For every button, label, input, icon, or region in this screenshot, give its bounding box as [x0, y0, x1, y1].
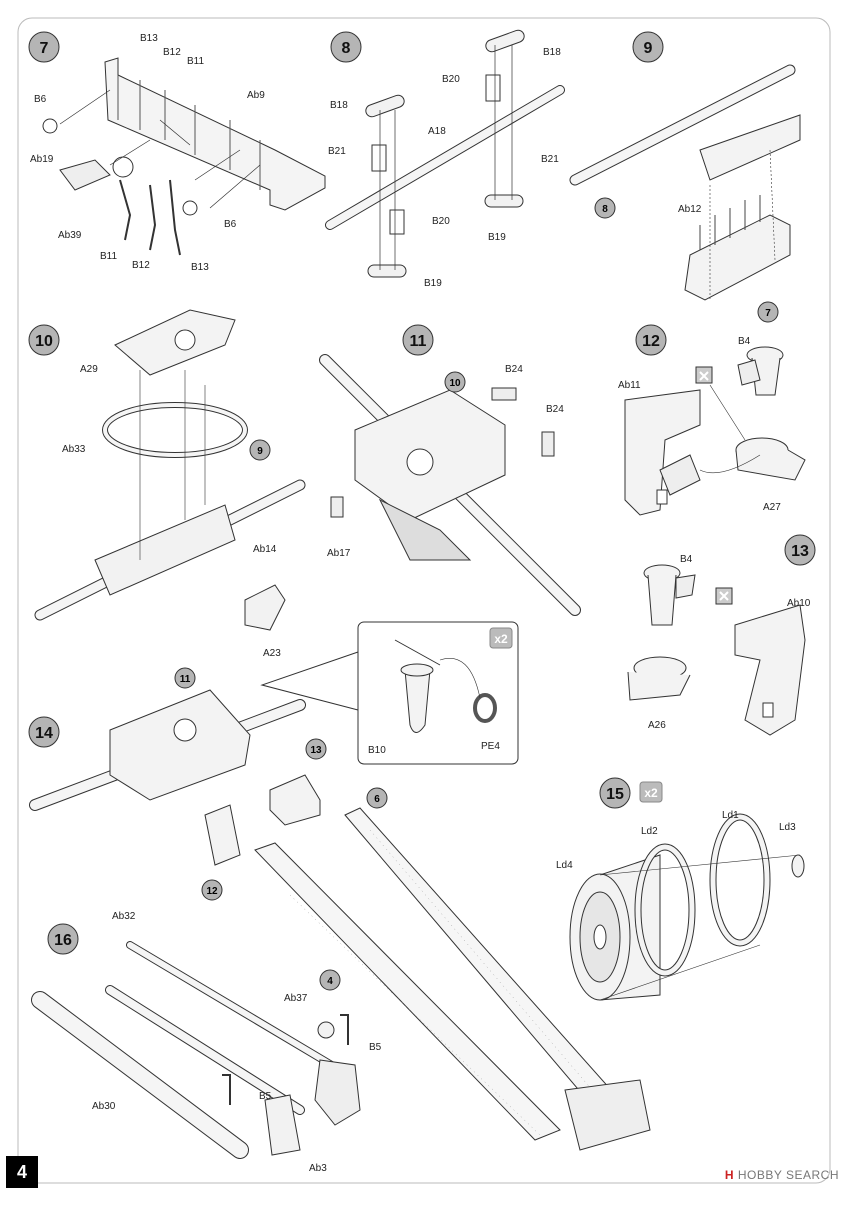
step-badge-11 — [402, 324, 434, 356]
multiplier: x2 — [644, 786, 658, 800]
part-label: B4 — [680, 554, 693, 565]
step-10: 10 9 A29 Ab33 Ab14 A23 — [28, 309, 306, 659]
ref-step: 12 — [206, 886, 218, 897]
step-number-11: 11 — [410, 333, 427, 350]
ref-step: 9 — [257, 446, 263, 457]
ref-step: 6 — [374, 794, 380, 805]
step-badge-8 — [330, 31, 362, 63]
ref-step: 10 — [449, 378, 461, 389]
part-label: Ab3 — [309, 1163, 327, 1174]
step-number-7: 7 — [40, 40, 49, 57]
step-number-12: 12 — [642, 333, 660, 350]
step-number-15: 15 — [606, 786, 624, 803]
step-12: 12 B4 Ab11 A27 — [618, 324, 806, 516]
step-8: 8 B18 B20 B18 A18 B21 B21 B20 B19 B19 — [325, 29, 565, 289]
step-number-8: 8 — [342, 40, 351, 57]
part-label: B19 — [424, 278, 442, 289]
part-label: A23 — [263, 648, 281, 659]
part-label: B5 — [259, 1091, 272, 1102]
part-label: B12 — [132, 260, 150, 271]
step-14: 14 x2 B10 PE4 11 13 12 6 4 — [28, 621, 651, 1151]
part-label: B21 — [541, 154, 559, 165]
step-badge-7 — [28, 31, 60, 63]
step-7: 7 B13 B12 B11 B6 Ab9 Ab19 Ab39 B11 B12 B… — [28, 31, 326, 273]
step-15: 15 x2 Ld2 Ld1 Ld3 Ld4 — [556, 777, 805, 1001]
part-label: A26 — [648, 720, 666, 731]
part-label: B24 — [546, 404, 564, 415]
part-label: B11 — [100, 251, 117, 262]
step-number-9: 9 — [644, 40, 653, 57]
step-number-13: 13 — [791, 543, 809, 560]
detail-callout — [357, 621, 519, 765]
part-label: B18 — [330, 100, 348, 111]
step-13: 13 B4 Ab10 A26 — [627, 534, 816, 736]
part-label: A27 — [763, 502, 781, 513]
ref-step: 4 — [327, 976, 333, 987]
part-label: B24 — [505, 364, 523, 375]
ref-step: 13 — [310, 745, 322, 756]
step-9: 9 8 7 Ab12 — [569, 31, 801, 323]
part-label: Ab10 — [787, 598, 811, 609]
multiplier-badge — [489, 627, 513, 649]
part-label: B6 — [34, 94, 47, 105]
ref-step: 8 — [602, 204, 608, 215]
part-label: B18 — [543, 47, 561, 58]
part-label: B19 — [488, 232, 506, 243]
part-label: Ab11 — [618, 380, 641, 391]
part-label: Ab12 — [678, 204, 702, 215]
step-number-10: 10 — [35, 333, 53, 350]
step-number-16: 16 — [54, 932, 72, 949]
part-label: B10 — [368, 745, 386, 756]
part-label: Ld4 — [556, 860, 573, 871]
part-label: B13 — [140, 33, 158, 44]
part-label: B20 — [442, 74, 460, 85]
multiplier: x2 — [494, 632, 508, 646]
ref-step: 11 — [180, 674, 191, 685]
part-label: B5 — [369, 1042, 382, 1053]
part-label: Ld3 — [779, 822, 796, 833]
part-label: A29 — [80, 364, 98, 375]
part-label: Ld2 — [641, 826, 658, 837]
multiplier-badge — [639, 781, 663, 803]
part-label: Ab33 — [62, 444, 86, 455]
part-label: Ab17 — [327, 548, 351, 559]
step-11: 11 10 B24 B24 Ab17 — [319, 324, 581, 616]
disc-part — [42, 118, 58, 134]
part-label: Ab39 — [58, 230, 82, 241]
part-label: B21 — [328, 146, 346, 157]
step-number-14: 14 — [35, 725, 53, 742]
part-label: Ab9 — [247, 90, 265, 101]
part-label: B12 — [163, 47, 181, 58]
step-badge-9 — [632, 31, 664, 63]
part-label: A18 — [428, 126, 446, 137]
step-badge-12 — [635, 324, 667, 356]
ref-step: 7 — [765, 308, 771, 319]
part-label: Ab19 — [30, 154, 54, 165]
part-label: PE4 — [481, 741, 500, 752]
step-badge-15 — [599, 777, 631, 809]
part-label: Ab14 — [253, 544, 277, 555]
part-label: B13 — [191, 262, 209, 273]
part-label: Ab30 — [92, 1101, 116, 1112]
page-number: 4 — [6, 1156, 38, 1188]
step-badge-14 — [28, 716, 60, 748]
part-label: Ab32 — [112, 911, 136, 922]
step-badge-13 — [784, 534, 816, 566]
part-label: B4 — [738, 336, 751, 347]
watermark-text: HOBBY SEARCH — [737, 1168, 839, 1182]
watermark-logo-icon: H — [724, 1168, 735, 1182]
step-badge-16 — [47, 923, 79, 955]
step-16: 16 Ab32 Ab37 B5 B5 Ab30 Ab3 — [31, 911, 382, 1174]
part-label: Ab37 — [284, 993, 308, 1004]
part-label: Ld1 — [722, 810, 739, 821]
part-label: B6 — [224, 219, 237, 230]
part-label: B20 — [432, 216, 450, 227]
part-label: B11 — [187, 56, 204, 67]
watermark: H HOBBY SEARCH — [725, 1168, 839, 1186]
step-badge-10 — [28, 324, 60, 356]
